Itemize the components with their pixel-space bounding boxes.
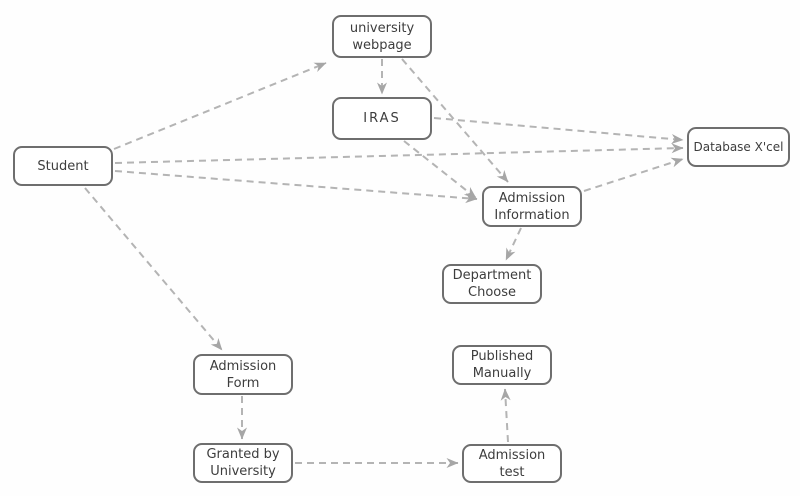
node-database-xcel: Database X'cel [687,127,790,167]
edge-student-to-admission-information [114,170,478,204]
node-label: Admission Information [494,190,570,223]
node-admission-test: Admission test [462,444,562,483]
node-label: Database X'cel [693,139,784,154]
node-label: Admission test [478,447,546,480]
node-published-manually: Published Manually [452,345,552,385]
edge-admission-information-to-database-xcel [583,157,684,192]
node-label: Published Manually [470,349,534,381]
node-label: Granted by University [206,447,280,479]
node-granted-by-university: Granted by University [193,443,293,483]
edge-student-to-university-webpage [113,62,327,150]
node-label: Department Choose [452,268,532,300]
node-department-choose: Department Choose [442,264,542,304]
edge-admission-information-to-department-choose [505,227,522,261]
edge-student-to-database-xcel [114,143,684,164]
node-admission-form: Admission Form [193,354,293,395]
node-label: university webpage [349,20,415,53]
edge-iras-to-admission-information [403,140,477,199]
node-admission-information: Admission Information [482,186,582,227]
edge-iras-to-database-xcel [433,117,684,144]
node-label: IRAS [363,111,401,126]
edge-student-to-admission-form [84,187,223,351]
node-iras: IRAS [332,97,432,140]
node-label: Admission Form [209,358,277,391]
node-university-webpage: university webpage [332,15,432,58]
edge-admission-test-to-published-manually [500,388,511,443]
node-label: Student [37,158,89,174]
node-student: Student [13,146,113,186]
